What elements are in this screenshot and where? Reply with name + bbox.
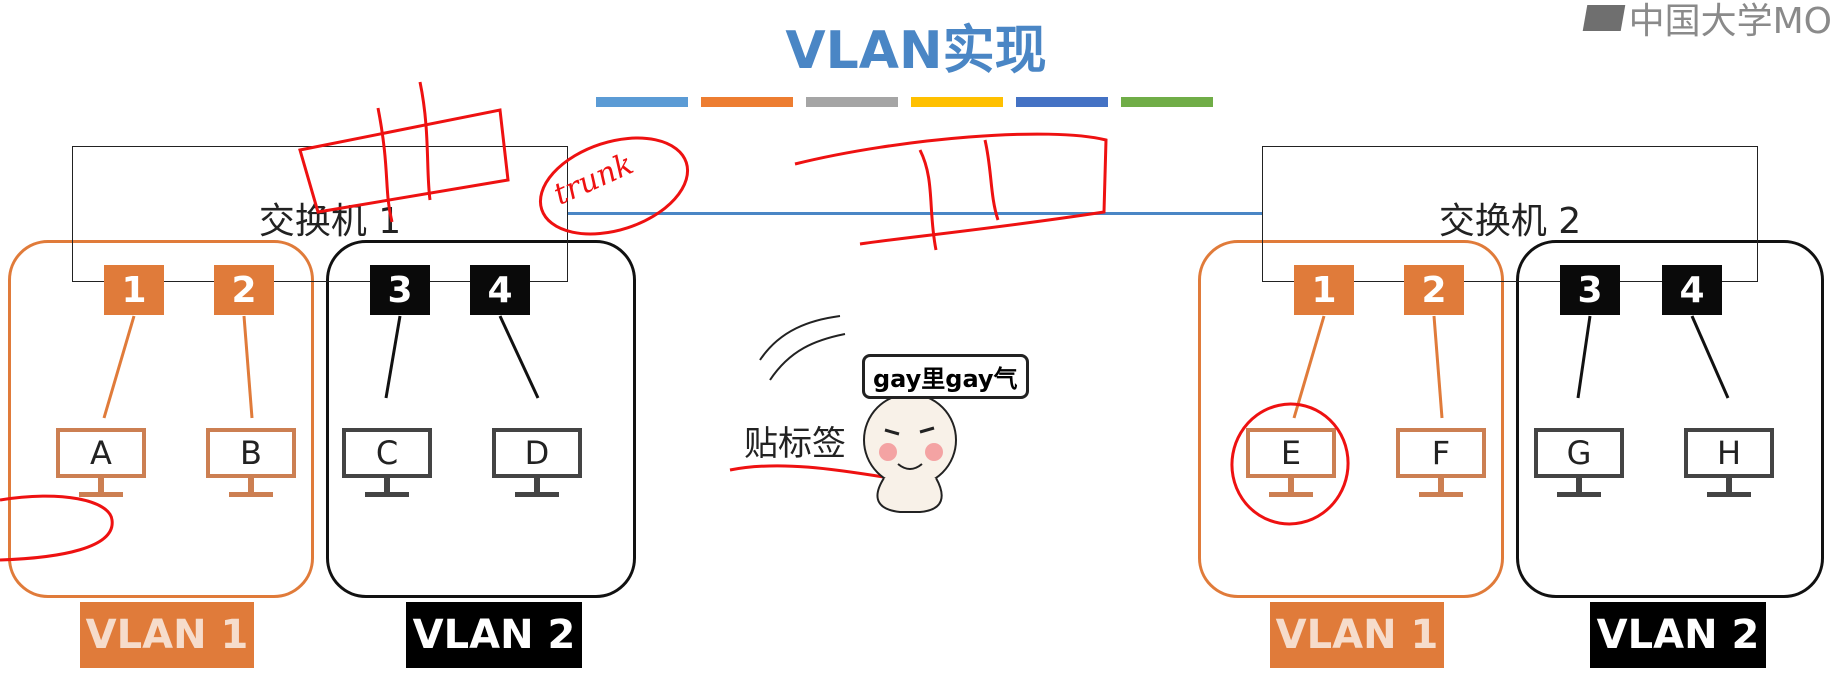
- annotation-scribble-mark-1: [376, 81, 432, 223]
- meme-label: gay里gay气: [862, 354, 1029, 399]
- color-bar-4: [911, 97, 1003, 107]
- annotation-scribble-box-2: [794, 132, 1108, 246]
- switch2-port-2: 2: [1404, 265, 1464, 315]
- monitor-stand: [98, 478, 104, 492]
- page-title: VLAN实现: [785, 21, 1047, 81]
- pc-g-label: G: [1534, 428, 1624, 478]
- switch1-port-4: 4: [470, 265, 530, 315]
- meme-mouth: [897, 463, 923, 470]
- monitor-base: [365, 492, 409, 497]
- switch2-vlan1-tag: VLAN 1: [1270, 602, 1444, 668]
- color-bar-6: [1121, 97, 1213, 107]
- pc-a: A: [56, 428, 146, 497]
- switch2-label: 交换机 2: [1438, 201, 1582, 242]
- link-port4-pc-d: [498, 315, 540, 399]
- color-bar-2: [701, 97, 793, 107]
- pc-h: H: [1684, 428, 1774, 497]
- switch1-vlan2-tag: VLAN 2: [406, 602, 582, 668]
- switch1-port-1: 1: [104, 265, 164, 315]
- pc-c-label: C: [342, 428, 432, 478]
- pc-d-label: D: [492, 428, 582, 478]
- switch2-vlan1-group: [1198, 240, 1504, 598]
- pc-b: B: [206, 428, 296, 497]
- pc-d: D: [492, 428, 582, 497]
- switch1-label: 交换机 1: [258, 201, 402, 242]
- meme-cheek-left: [879, 443, 897, 461]
- monitor-base: [1557, 492, 1601, 497]
- pc-f: F: [1396, 428, 1486, 497]
- switch1-port-2: 2: [214, 265, 274, 315]
- link-port4-pc-h: [1690, 315, 1730, 399]
- pc-c: C: [342, 428, 432, 497]
- link-port1-pc-a: [102, 315, 136, 419]
- monitor-stand: [248, 478, 254, 492]
- color-bar-5: [1016, 97, 1108, 107]
- switch1-vlan1-group: [8, 240, 314, 598]
- annotation-pc-a-scribble: [0, 494, 114, 562]
- monitor-base: [1269, 492, 1313, 497]
- monitor-stand: [1288, 478, 1294, 492]
- pc-a-label: A: [56, 428, 146, 478]
- switch2-vlan2-tag: VLAN 2: [1590, 602, 1766, 668]
- switch2-port-3: 3: [1560, 265, 1620, 315]
- switch2-box: [1262, 146, 1758, 282]
- meme-swoosh: [759, 315, 846, 381]
- monitor-base: [1707, 492, 1751, 497]
- sticker-label-text: 贴标签: [744, 424, 846, 464]
- pc-e-label: E: [1246, 428, 1336, 478]
- monitor-stand: [1726, 478, 1732, 492]
- meme-cheek-right: [925, 443, 943, 461]
- pc-e: E: [1246, 428, 1336, 497]
- logo-text: 中国大学MO: [1628, 1, 1832, 42]
- monitor-stand: [384, 478, 390, 492]
- link-port2-pc-b: [242, 315, 254, 419]
- annotation-trunk-circle: [538, 136, 690, 236]
- monitor-stand: [1438, 478, 1444, 492]
- monitor-stand: [534, 478, 540, 492]
- switch2-vlan2-group: [1516, 240, 1824, 598]
- mooc-logo: 中国大学MO: [1582, 0, 1832, 42]
- color-bar-1: [596, 97, 688, 107]
- meme-eyes: [884, 426, 935, 436]
- monitor-base: [1419, 492, 1463, 497]
- switch1-port-3: 3: [370, 265, 430, 315]
- link-port1-pc-e: [1292, 315, 1326, 419]
- monitor-base: [79, 492, 123, 497]
- meme-face: [863, 393, 957, 487]
- annotation-pc-e-circle: [1230, 402, 1350, 526]
- switch1-vlan2-group: [326, 240, 636, 598]
- monitor-stand: [1576, 478, 1582, 492]
- annotation-scribble-mark-2: [918, 139, 1000, 251]
- link-port2-pc-f: [1432, 315, 1444, 419]
- pc-h-label: H: [1684, 428, 1774, 478]
- switch1-vlan1-tag: VLAN 1: [80, 602, 254, 668]
- annotation-scribble-box-1: [298, 108, 510, 214]
- switch2-port-4: 4: [1662, 265, 1722, 315]
- trunk-link: [567, 212, 1263, 215]
- color-bar-3: [806, 97, 898, 107]
- link-port3-pc-g: [1576, 315, 1592, 399]
- annotation-underline-sticker: [729, 464, 891, 480]
- pc-g: G: [1534, 428, 1624, 497]
- pc-f-label: F: [1396, 428, 1486, 478]
- monitor-base: [515, 492, 559, 497]
- switch2-port-1: 1: [1294, 265, 1354, 315]
- pc-b-label: B: [206, 428, 296, 478]
- link-port3-pc-c: [384, 315, 402, 399]
- monitor-base: [229, 492, 273, 497]
- meme-body: [876, 477, 943, 513]
